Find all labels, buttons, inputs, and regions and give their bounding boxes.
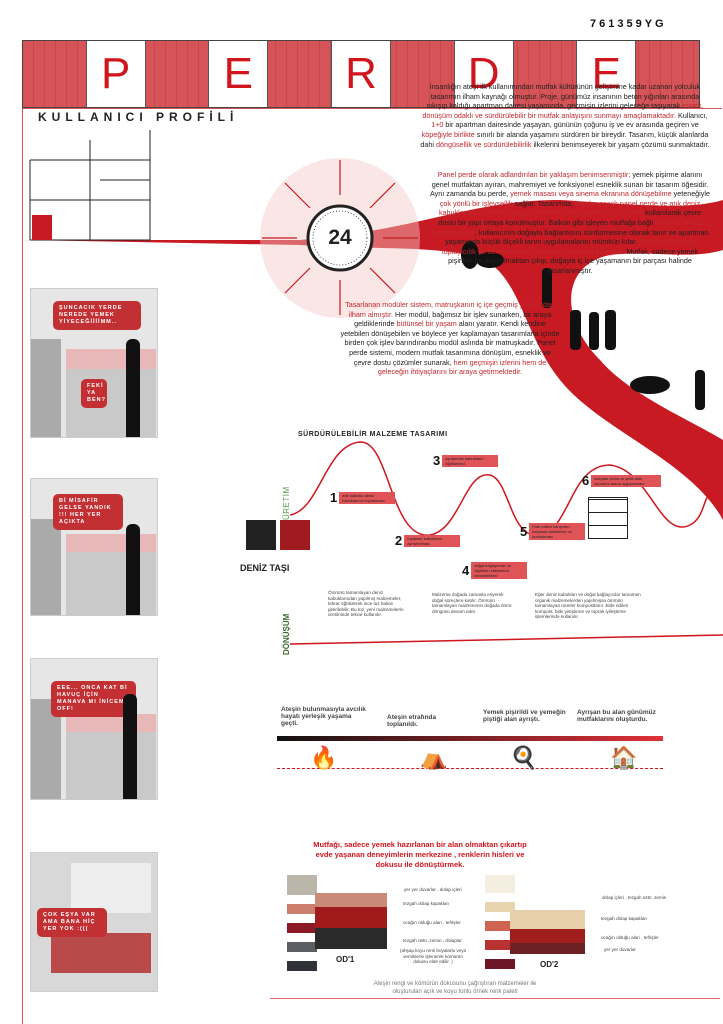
od1-swatches	[287, 875, 317, 980]
stone-label: DENİZ TAŞI	[240, 563, 290, 573]
people-silhouettes	[461, 241, 705, 410]
od1-label: OD'1	[336, 955, 355, 964]
history-text: Ateşin bulunmasıyla avcılık hayatı yerle…	[281, 706, 366, 727]
user-scene-panel: ÇOK EŞYA VAR AMA BANA HİÇ YER YOK :(((	[30, 852, 158, 992]
clock-number: 24	[328, 226, 352, 249]
swatch	[287, 961, 317, 971]
timeline-bar	[277, 736, 663, 741]
material-title: SÜRDÜRÜLEBİLİR MALZEME TASARIMI	[298, 431, 448, 438]
recycle-text-2: Malzeme doğada zamanla eriyerek doğal sü…	[432, 592, 512, 614]
swatch	[287, 923, 317, 933]
profile-title: KULLANICI PROFİLİ	[38, 110, 239, 124]
title-banner: P E R D E	[22, 40, 700, 108]
kitchen-icon: 🏠	[610, 745, 638, 770]
od2-bands	[510, 910, 585, 954]
timeline-dashed-line	[277, 768, 663, 769]
od1-note: (ahşap,koyu renk boyalarla veya vernikle…	[399, 948, 467, 965]
od1-usage-label: yer yer duvarlar , dolap içleri	[404, 887, 462, 892]
cooking-icon: 🍳	[510, 745, 538, 770]
title-letter: P	[85, 41, 146, 107]
od1-usage-label: tezgah üstü ,zemin , dolaplar	[403, 938, 462, 943]
title-letter: R	[331, 41, 392, 107]
swatch	[287, 904, 317, 914]
person-silhouette	[126, 339, 140, 437]
user-scene-panel: EEE... ONCA KAT Bİ HAVUÇ İÇİN MANAVA MI …	[30, 658, 158, 800]
history-text: Ayrışan bu alan günümüz mutfaklarını olu…	[577, 709, 656, 723]
od1-usage-label: tezgah dolap kapakları	[403, 901, 450, 906]
intro-paragraph-3: Tasarlanan modüler sistem, matruşkanın i…	[340, 300, 560, 377]
swatch	[287, 942, 317, 952]
title-letter: E	[208, 41, 269, 107]
frame-line	[22, 108, 722, 109]
od2-usage-label: dolap içleri , tezgah üstü ,zemin	[602, 895, 667, 900]
od2-label: OD'2	[540, 960, 559, 969]
production-wave	[290, 441, 723, 645]
recycle-text-3: Eğer deniz kabukları ve doğal bağlayıcıl…	[535, 592, 641, 620]
speech-bubble: FEKİ YA BEN?	[81, 379, 107, 408]
intro-paragraph-2: Panel perde olarak adlandırılan bir yakl…	[430, 170, 710, 275]
hut-icon: ⛺	[420, 745, 448, 770]
deniz-tasi-dark-sample	[246, 520, 276, 550]
title-letter: D	[453, 41, 514, 107]
user-scene-panel: ŞUNCACIK YERDE NEREDE YEMEK YİYECEĞİİİİM…	[30, 288, 158, 438]
od2-usage-label: ocağın olduğu alan , tefrişler	[601, 935, 659, 940]
recycle-text-1: Ömrünü tamamlayan deniz kabuklarından ya…	[328, 590, 404, 618]
clock-icon	[306, 204, 374, 272]
od2-swatches	[485, 875, 515, 978]
student-code: 761359YG	[590, 18, 667, 30]
speech-bubble: ŞUNCACIK YERDE NEREDE YEMEK YİYECEĞİİİİM…	[53, 301, 141, 330]
od2-usage-label: tezgah dolap kapakları	[601, 916, 648, 921]
user-scene-panel: Bİ MİSAFİR GELSE YANDIK !!! HER YER AÇIK…	[30, 478, 158, 616]
speech-bubble: ÇOK EŞYA VAR AMA BANA HİÇ YER YOK :(((	[37, 908, 107, 937]
speech-bubble: EEE... ONCA KAT Bİ HAVUÇ İÇİN MANAVA MI …	[51, 681, 136, 717]
title-letter: E	[576, 41, 637, 107]
history-text: Ateşin etrafında toplanıldı.	[387, 714, 437, 728]
person-silhouette	[123, 694, 137, 799]
intro-paragraph-1: İnsanlığın ateşi ilk kullanımından mutfa…	[420, 82, 710, 149]
bottom-line	[270, 998, 720, 999]
palette-caption: Ateşin rengi ve kömürün dokusunu çağrışt…	[373, 981, 537, 995]
apartment-outline-graphic	[29, 130, 151, 241]
fire-icon: 🔥	[310, 745, 338, 770]
person-silhouette	[126, 524, 140, 615]
od1-usage-label: ocağın olduğu alan , tefrişler	[403, 920, 461, 925]
history-text: Yemek pişirildi ve yemeğin piştiği alan …	[483, 709, 566, 723]
speech-bubble: Bİ MİSAFİR GELSE YANDIK !!! HER YER AÇIK…	[53, 494, 123, 530]
clock-rays	[262, 160, 418, 315]
od1-bands	[315, 893, 387, 949]
palette-title: Mutfağı, sadece yemek hazırlanan bir ala…	[313, 840, 527, 869]
frame-line	[22, 108, 23, 1024]
deniz-tasi-red-sample	[280, 520, 310, 550]
swatch	[287, 875, 317, 895]
tile-grid-icon	[588, 497, 628, 539]
od2-usage-label: yer yer duvarlar	[604, 947, 636, 952]
